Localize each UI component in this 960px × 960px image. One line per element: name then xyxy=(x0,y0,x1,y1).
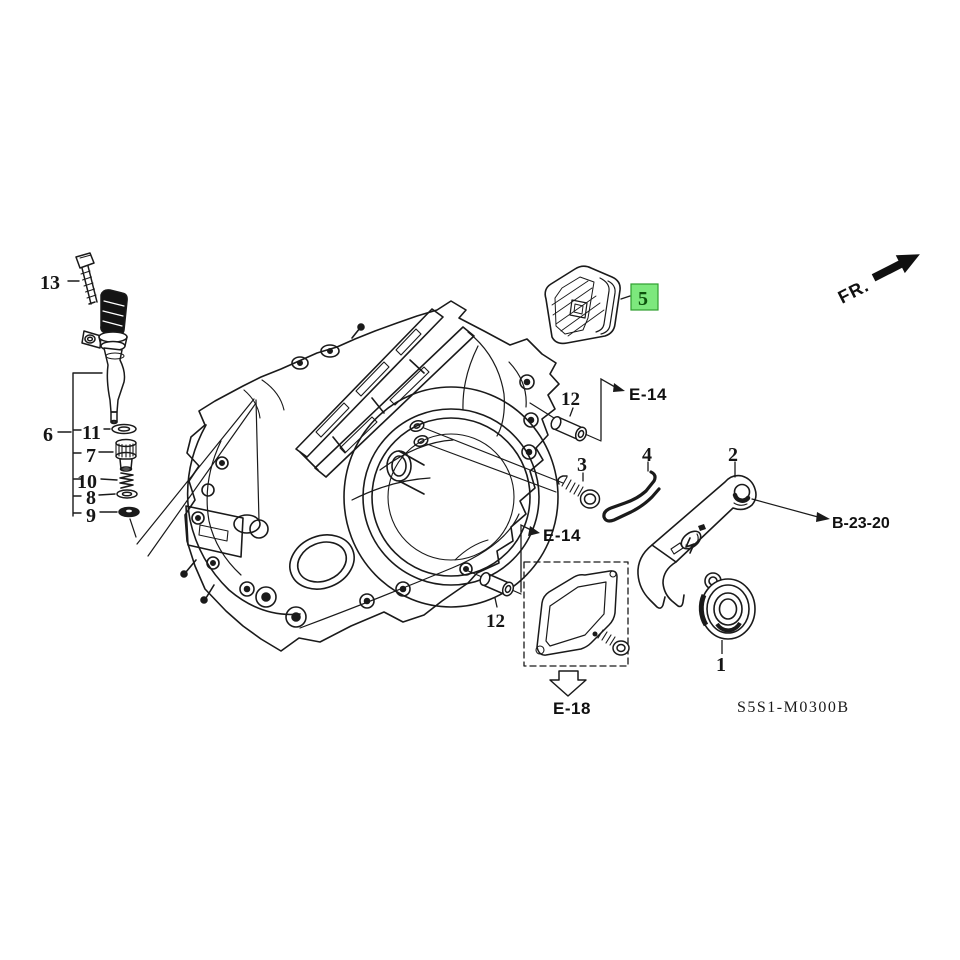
callout-12-lower[interactable]: 12 xyxy=(486,611,505,632)
fr-arrow-icon xyxy=(871,254,920,282)
bolt-13-part xyxy=(75,252,98,305)
callout-1[interactable]: 1 xyxy=(716,654,726,676)
diagram-code: S5S1-M0300B xyxy=(737,699,850,716)
release-bearing-1-part xyxy=(698,572,756,654)
ref-b-23-20: B-23-20 xyxy=(832,515,890,532)
callout-11[interactable]: 11 xyxy=(82,422,101,444)
e18-cover-assembly-art xyxy=(523,561,630,697)
callout-6[interactable]: 6 xyxy=(43,424,53,446)
callout-8[interactable]: 8 xyxy=(86,487,96,509)
e18-down-arrow xyxy=(549,670,587,697)
fr-direction-indicator: FR. xyxy=(835,254,920,308)
fr-label: FR. xyxy=(835,275,873,307)
washer-11-part xyxy=(111,423,137,435)
callout-10[interactable]: 10 xyxy=(77,471,97,493)
release-fork-2-part xyxy=(637,461,830,609)
clip-4-part xyxy=(602,461,661,523)
bolt-3-part xyxy=(409,419,601,509)
callout-7[interactable]: 7 xyxy=(86,445,96,467)
dowel-pin-12-upper-part xyxy=(529,377,625,442)
e18-dashed-box xyxy=(523,561,629,667)
callout-5-highlight[interactable]: 5 xyxy=(630,283,659,311)
callout-13[interactable]: 13 xyxy=(40,272,60,294)
washer-8-part xyxy=(116,489,138,499)
group-bracket-6 xyxy=(72,372,103,517)
nut-9-part xyxy=(118,506,140,538)
ref-e18: E-18 xyxy=(553,699,591,718)
speed-sensor-part xyxy=(81,289,128,425)
callout-2[interactable]: 2 xyxy=(728,444,738,466)
speedometer-sensor-assembly-art xyxy=(57,252,260,557)
reference-labels: E-14 E-14 E-18 B-23-20 xyxy=(543,385,890,718)
callout-3[interactable]: 3 xyxy=(577,454,587,476)
callout-labels: 13 6 11 7 10 8 9 12 12 3 4 2 1 5 xyxy=(40,272,738,676)
callout-5[interactable]: 5 xyxy=(638,288,648,310)
clutch-case-art xyxy=(180,300,560,652)
mounting-pointer-lines xyxy=(136,398,260,557)
callout-5-highlight-box[interactable] xyxy=(630,283,659,311)
callout-12-upper[interactable]: 12 xyxy=(561,389,580,410)
callout-4[interactable]: 4 xyxy=(642,444,652,466)
ref-e14-lower: E-14 xyxy=(543,526,581,545)
boot-5-part xyxy=(544,265,631,345)
spring-10-part xyxy=(119,472,134,489)
callout-9[interactable]: 9 xyxy=(86,505,96,527)
ref-e14-upper: E-14 xyxy=(629,385,667,404)
speedometer-gear-7-part xyxy=(115,438,137,472)
dowel-pin-12-lower-part xyxy=(465,523,540,608)
callout-leader-lines xyxy=(57,280,118,513)
